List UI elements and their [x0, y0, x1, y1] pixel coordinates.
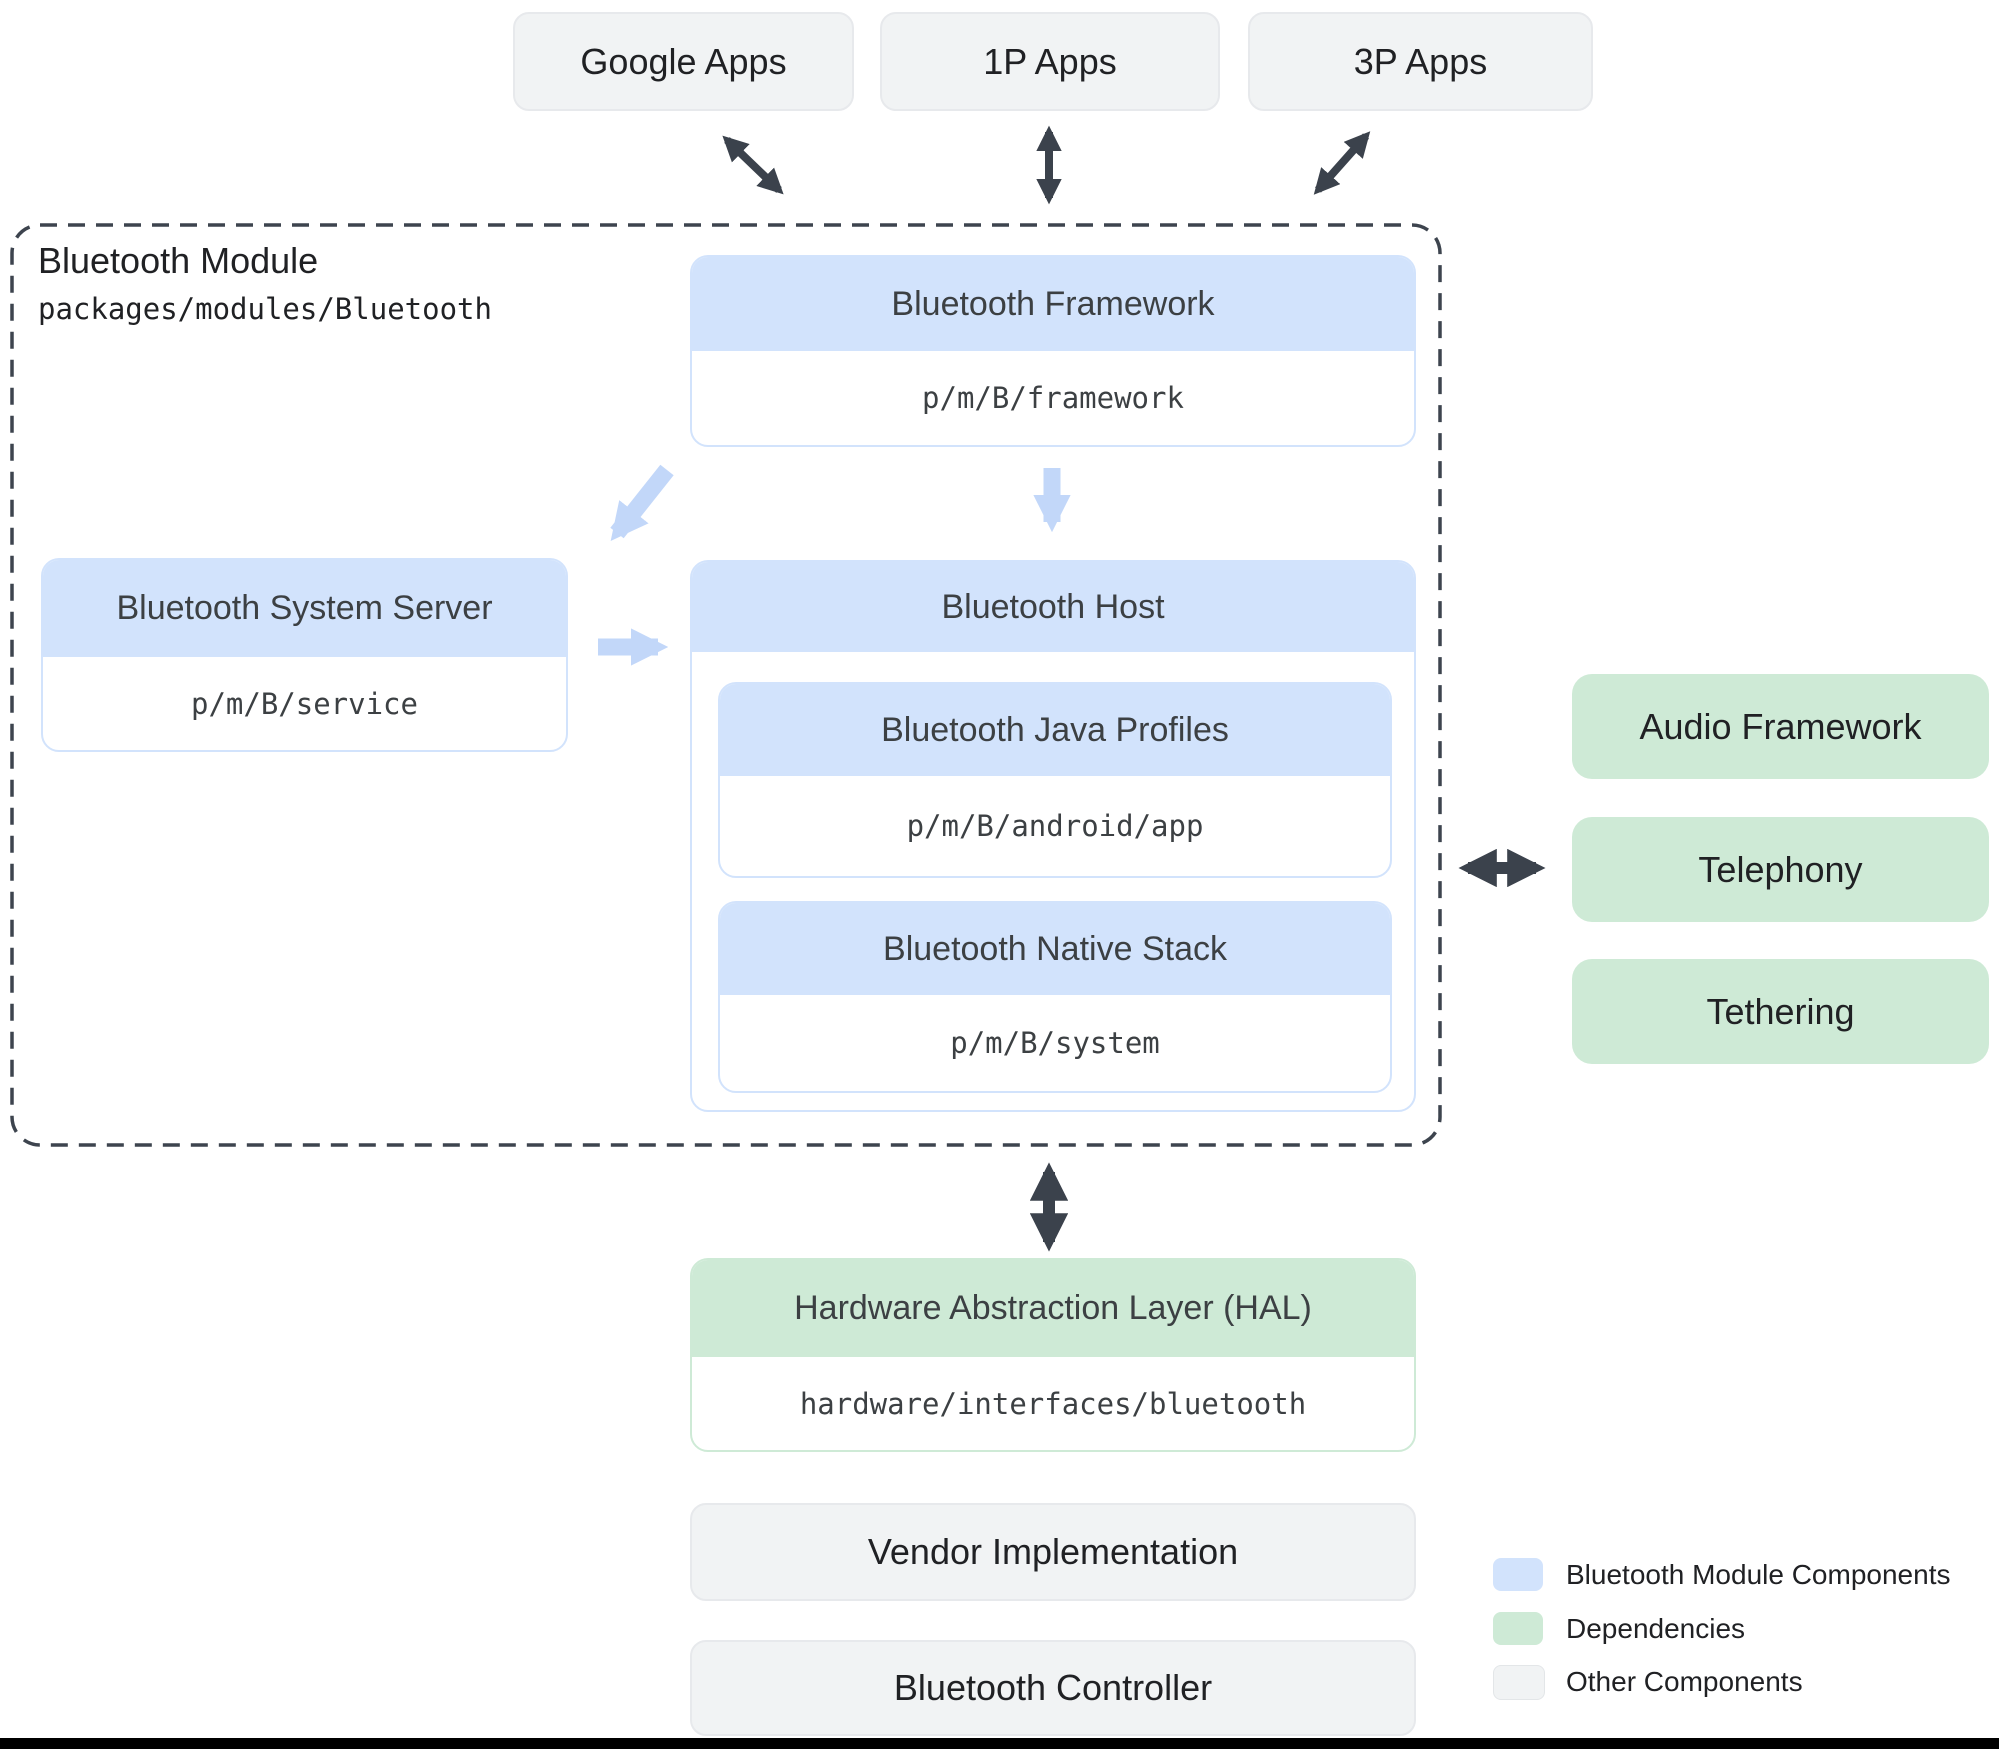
legend-swatch-module-components	[1493, 1558, 1543, 1591]
bottom-edge-bar	[0, 1738, 1999, 1749]
bluetooth-host-box: Bluetooth Host Bluetooth Java Profiles p…	[690, 560, 1416, 1112]
arrow-icon-framework-to-system-server	[610, 464, 674, 541]
telephony-box: Telephony	[1572, 817, 1989, 922]
vendor-implementation-box: Vendor Implementation	[690, 1503, 1416, 1601]
bluetooth-framework-title: Bluetooth Framework	[692, 257, 1414, 351]
bluetooth-system-server-box: Bluetooth System Server p/m/B/service	[41, 558, 568, 752]
third-party-apps-label: 3P Apps	[1353, 40, 1488, 82]
bluetooth-java-profiles-path: p/m/B/android/app	[906, 809, 1204, 843]
bluetooth-module-path: packages/modules/Bluetooth	[38, 292, 492, 326]
double-arrow-icon-module-hal	[1029, 1162, 1069, 1252]
tethering-box: Tethering	[1572, 959, 1989, 1064]
hal-title: Hardware Abstraction Layer (HAL)	[692, 1260, 1414, 1357]
hal-box: Hardware Abstraction Layer (HAL) hardwar…	[690, 1258, 1416, 1452]
legend-label-dependencies: Dependencies	[1566, 1612, 1746, 1644]
google-apps-label: Google Apps	[580, 40, 787, 82]
legend-swatch-dependencies	[1493, 1612, 1543, 1645]
bluetooth-module-title: Bluetooth Module	[38, 240, 319, 281]
audio-framework-label: Audio Framework	[1639, 705, 1922, 747]
bluetooth-system-server-title: Bluetooth System Server	[43, 560, 566, 657]
bluetooth-controller-label: Bluetooth Controller	[893, 1667, 1213, 1708]
bluetooth-host-title: Bluetooth Host	[692, 562, 1414, 652]
bluetooth-native-stack-box: Bluetooth Native Stack p/m/B/system	[718, 901, 1392, 1093]
double-arrow-icon-1p-apps-module	[1036, 125, 1062, 205]
third-party-apps-box: 3P Apps	[1248, 12, 1593, 111]
bluetooth-java-profiles-box: Bluetooth Java Profiles p/m/B/android/ap…	[718, 682, 1392, 878]
bluetooth-framework-path: p/m/B/framework	[922, 381, 1184, 415]
bluetooth-native-stack-title: Bluetooth Native Stack	[720, 903, 1390, 995]
double-arrow-icon-3p-apps-module	[1313, 131, 1371, 195]
vendor-implementation-label: Vendor Implementation	[867, 1531, 1239, 1572]
first-party-apps-box: 1P Apps	[880, 12, 1220, 111]
bluetooth-system-server-path: p/m/B/service	[191, 686, 418, 721]
arrow-icon-framework-to-host	[1033, 468, 1071, 533]
telephony-label: Telephony	[1698, 848, 1863, 890]
bluetooth-native-stack-path: p/m/B/system	[950, 1026, 1160, 1060]
legend-swatch-other-components	[1493, 1665, 1545, 1700]
double-arrow-icon-module-dependencies	[1458, 848, 1546, 888]
bluetooth-module-boundary	[10, 223, 1442, 1147]
hal-path: hardware/interfaces/bluetooth	[799, 1386, 1307, 1421]
arrow-icon-system-server-to-host	[598, 628, 669, 666]
bluetooth-java-profiles-title: Bluetooth Java Profiles	[720, 684, 1390, 776]
first-party-apps-label: 1P Apps	[983, 40, 1117, 82]
google-apps-box: Google Apps	[513, 12, 854, 111]
bluetooth-controller-box: Bluetooth Controller	[690, 1640, 1416, 1736]
legend-label-module-components: Bluetooth Module Components	[1566, 1558, 1951, 1590]
tethering-label: Tethering	[1706, 990, 1855, 1032]
audio-framework-box: Audio Framework	[1572, 674, 1989, 779]
double-arrow-icon-google-apps-module	[722, 135, 784, 195]
legend-label-other-components: Other Components	[1566, 1665, 1803, 1697]
bluetooth-framework-box: Bluetooth Framework p/m/B/framework	[690, 255, 1416, 447]
